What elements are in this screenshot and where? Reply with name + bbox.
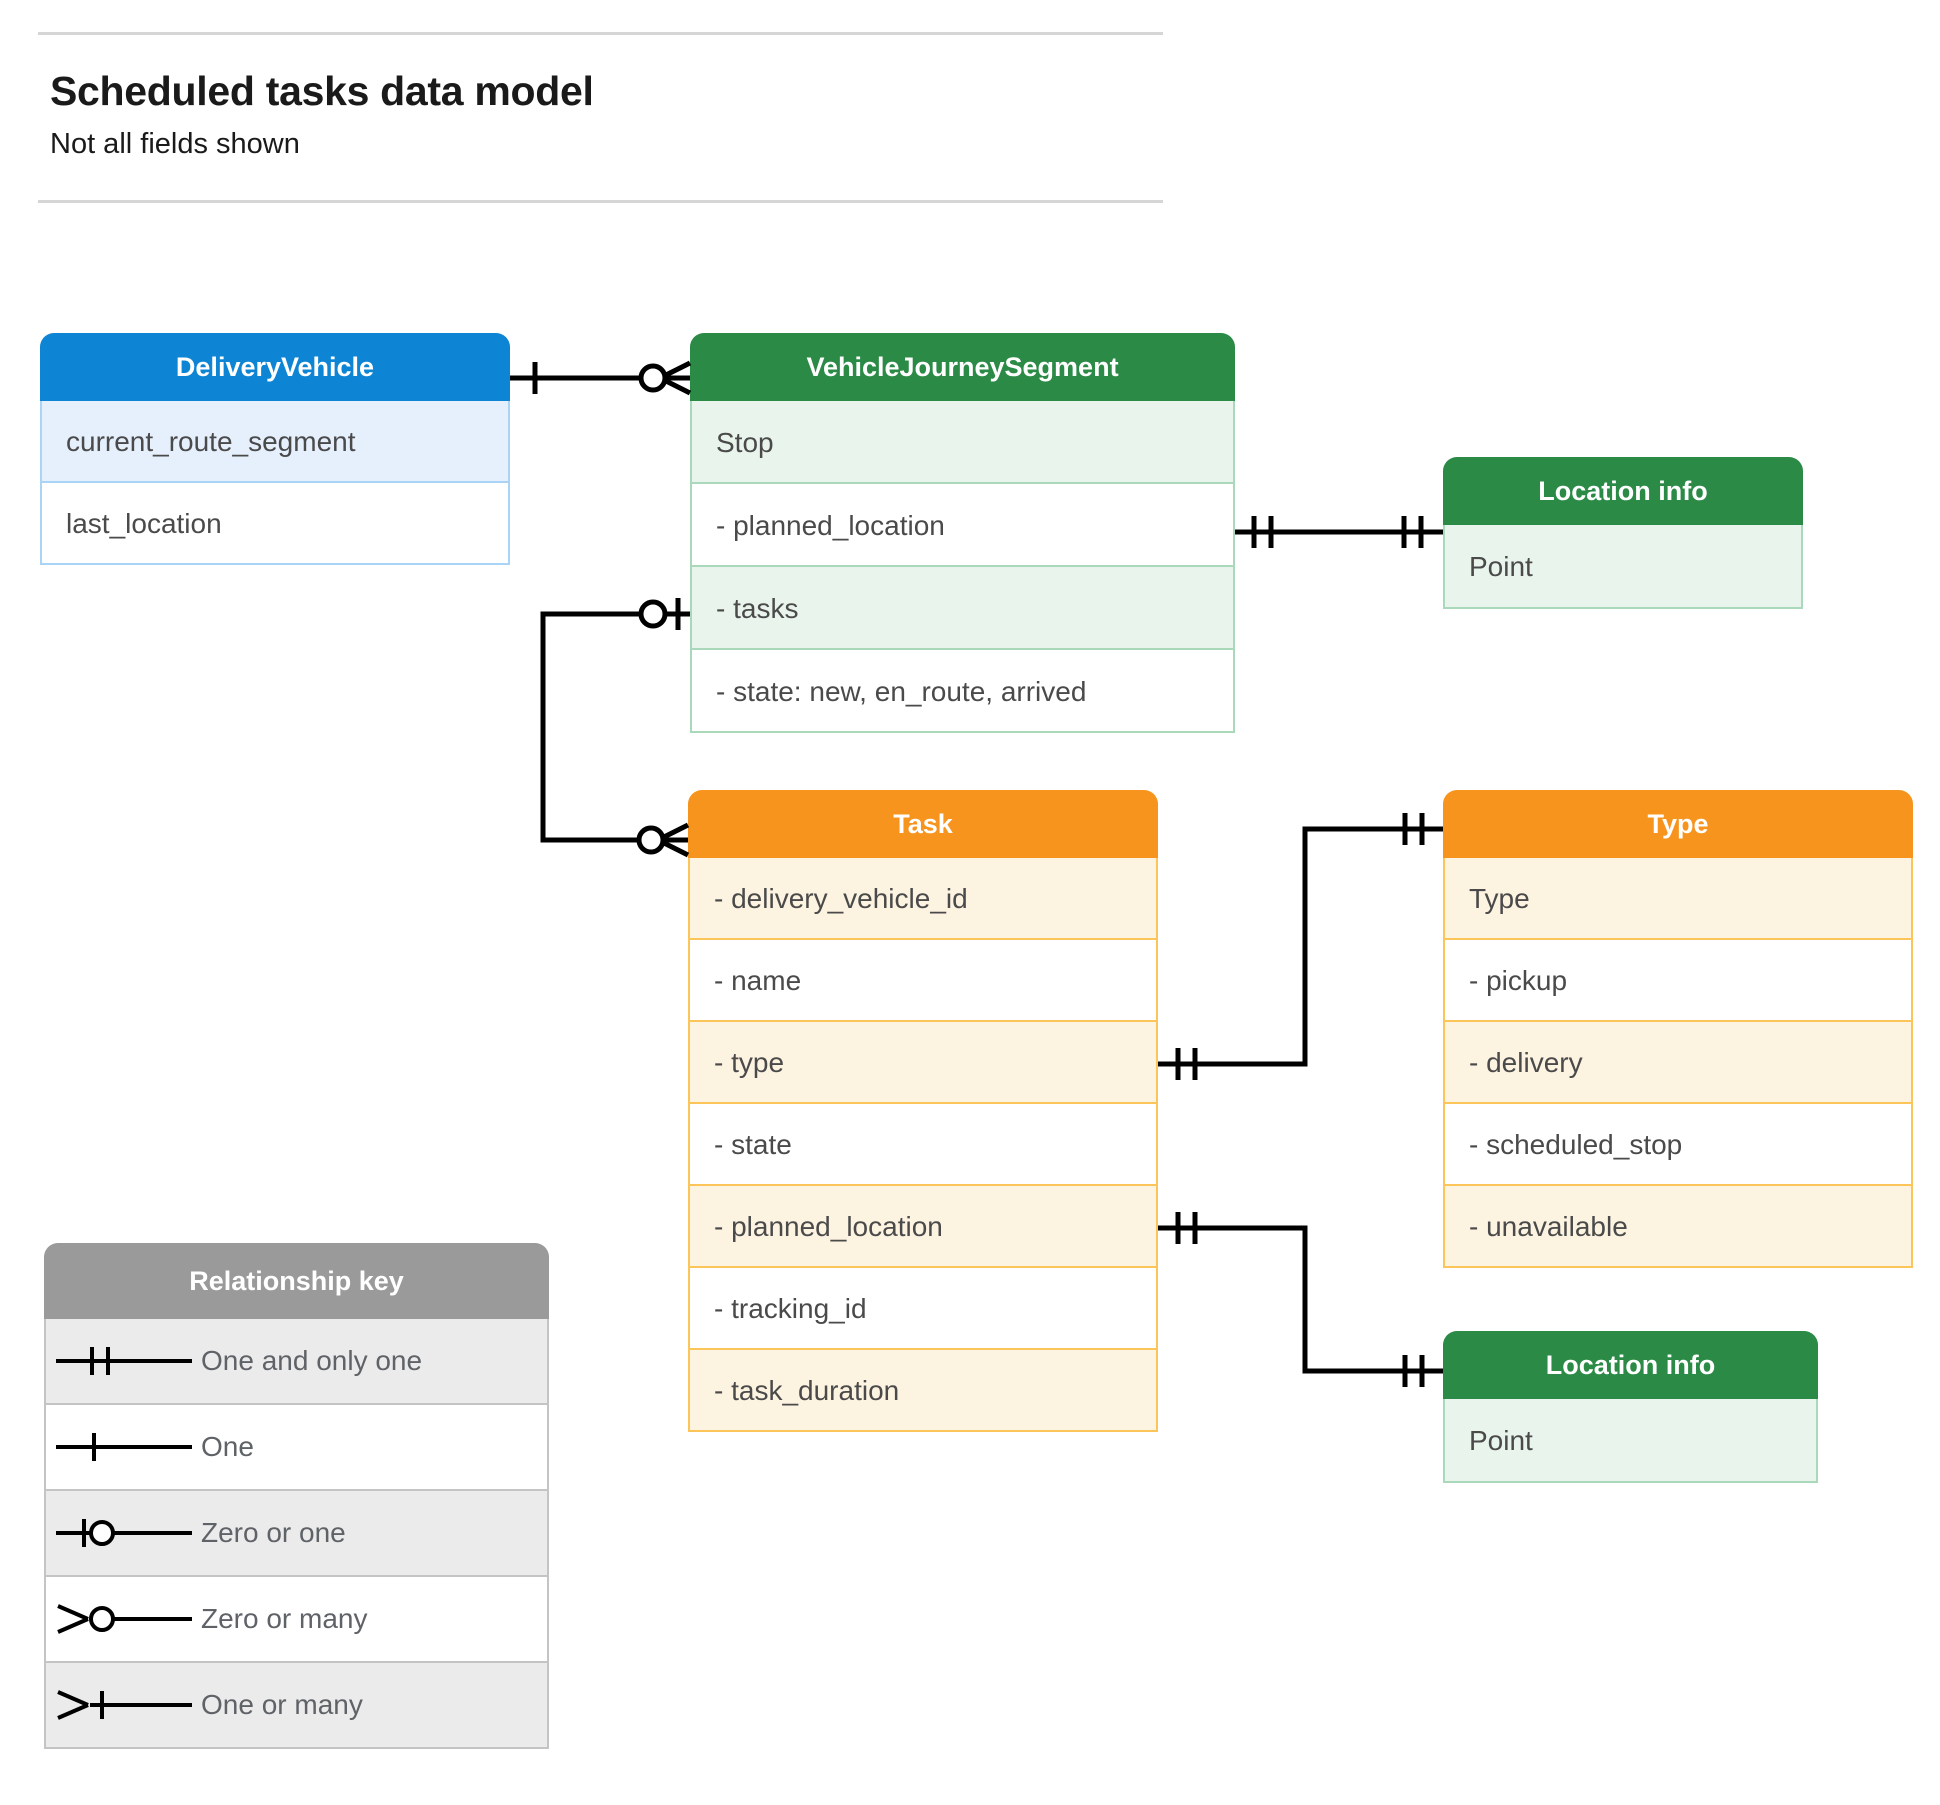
legend-row-zero-or-many: Zero or many — [44, 1577, 549, 1663]
one-or-many-icon — [46, 1685, 201, 1725]
legend-row-one-and-only-one: One and only one — [44, 1319, 549, 1405]
legend-label: One — [201, 1431, 254, 1462]
page-subtitle: Not all fields shown — [50, 128, 300, 160]
entity-task[interactable]: Task - delivery_vehicle_id - name - type… — [688, 790, 1158, 1432]
header-divider-bottom — [38, 200, 1163, 203]
entity-row: - delivery — [1443, 1022, 1913, 1104]
entity-row: last_location — [40, 483, 510, 565]
entity-location-info-bottom-title: Location info — [1443, 1331, 1818, 1399]
entity-row: - tracking_id — [688, 1268, 1158, 1350]
legend-row-one: One — [44, 1405, 549, 1491]
legend-label: One and only one — [201, 1345, 423, 1376]
entity-location-info-bottom[interactable]: Location info Point — [1443, 1331, 1818, 1483]
entity-row: Type — [1443, 858, 1913, 940]
entity-task-title: Task — [688, 790, 1158, 858]
relationship-key-legend[interactable]: Relationship key One and only one One — [44, 1243, 549, 1749]
entity-row: - delivery_vehicle_id — [688, 858, 1158, 940]
entity-row: current_route_segment — [40, 401, 510, 483]
entity-row: - state: new, en_route, arrived — [690, 650, 1235, 733]
entity-row: - unavailable — [1443, 1186, 1913, 1268]
entity-delivery-vehicle[interactable]: DeliveryVehicle current_route_segment la… — [40, 333, 510, 565]
connector-task-type — [1158, 813, 1443, 1080]
entity-row: - planned_location — [690, 484, 1235, 567]
legend-label: Zero or many — [201, 1603, 368, 1634]
entity-row: - planned_location — [688, 1186, 1158, 1268]
page-title: Scheduled tasks data model — [50, 68, 594, 114]
legend-label: One or many — [201, 1689, 363, 1720]
entity-row: Point — [1443, 1399, 1818, 1483]
entity-type[interactable]: Type Type - pickup - delivery - schedule… — [1443, 790, 1913, 1268]
entity-row: - type — [688, 1022, 1158, 1104]
header-divider-top — [38, 32, 1163, 35]
connector-deliveryvehicle-vehiclejourneysegment — [510, 360, 692, 396]
entity-row: - tasks — [690, 567, 1235, 650]
entity-location-info-top-title: Location info — [1443, 457, 1803, 525]
legend-row-zero-or-one: Zero or one — [44, 1491, 549, 1577]
zero-or-one-icon — [46, 1513, 201, 1553]
entity-row: - state — [688, 1104, 1158, 1186]
entity-row: - task_duration — [688, 1350, 1158, 1432]
legend-row-one-or-many: One or many — [44, 1663, 549, 1749]
entity-vehicle-journey-segment[interactable]: VehicleJourneySegment Stop - planned_loc… — [690, 333, 1235, 733]
entity-row: - scheduled_stop — [1443, 1104, 1913, 1186]
connector-vjs-locationinfo-top — [1235, 516, 1443, 548]
entity-vehicle-journey-segment-title: VehicleJourneySegment — [690, 333, 1235, 401]
zero-or-many-icon — [46, 1599, 201, 1639]
one-icon — [46, 1427, 201, 1467]
one-and-only-one-icon — [46, 1341, 201, 1381]
connector-vjs-task — [540, 598, 690, 858]
entity-row: - name — [688, 940, 1158, 1022]
connector-task-locationinfo-bottom — [1158, 1212, 1443, 1387]
entity-row: Stop — [690, 401, 1235, 484]
relationship-key-title: Relationship key — [44, 1243, 549, 1319]
legend-label: Zero or one — [201, 1517, 346, 1548]
entity-row: Point — [1443, 525, 1803, 609]
entity-location-info-top[interactable]: Location info Point — [1443, 457, 1803, 609]
entity-delivery-vehicle-title: DeliveryVehicle — [40, 333, 510, 401]
entity-row: - pickup — [1443, 940, 1913, 1022]
entity-type-title: Type — [1443, 790, 1913, 858]
